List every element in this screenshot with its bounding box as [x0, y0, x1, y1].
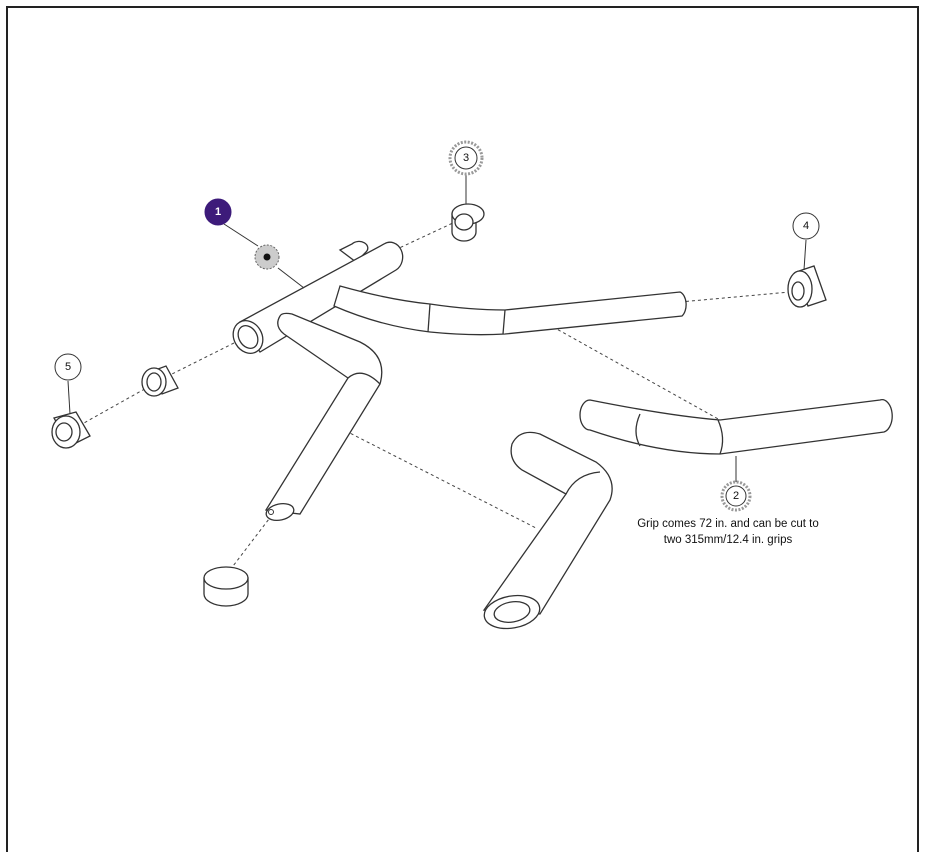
- callout-5: 5: [54, 353, 82, 381]
- plug-part: [254, 244, 280, 270]
- end-cap: [203, 566, 249, 607]
- grip-elbow: [482, 431, 613, 630]
- callout-1: 1: [204, 198, 232, 226]
- grip-note-line-1: Grip comes 72 in. and can be cut to: [637, 518, 819, 530]
- callout-4: 4: [792, 212, 820, 240]
- callout-3: 3: [448, 140, 484, 176]
- grip-right: [579, 399, 893, 455]
- collar-left: [51, 411, 91, 449]
- grip-note-line-2: two 315mm/12.4 in. grips: [664, 534, 793, 546]
- callout-4-label: 4: [803, 220, 809, 232]
- callout-2-label: 2: [733, 490, 739, 502]
- callout-2: 2: [720, 480, 752, 512]
- bushing-left: [141, 365, 179, 397]
- collar-right: [787, 265, 827, 308]
- callout-3-label: 3: [463, 152, 469, 164]
- callout-1-label: 1: [215, 206, 221, 218]
- bushing-top: [451, 203, 485, 242]
- callout-pointers: [67, 175, 807, 482]
- callout-5-label: 5: [65, 361, 71, 373]
- assembly-leader-lines: [74, 221, 791, 571]
- handlebar-frame: [232, 240, 687, 521]
